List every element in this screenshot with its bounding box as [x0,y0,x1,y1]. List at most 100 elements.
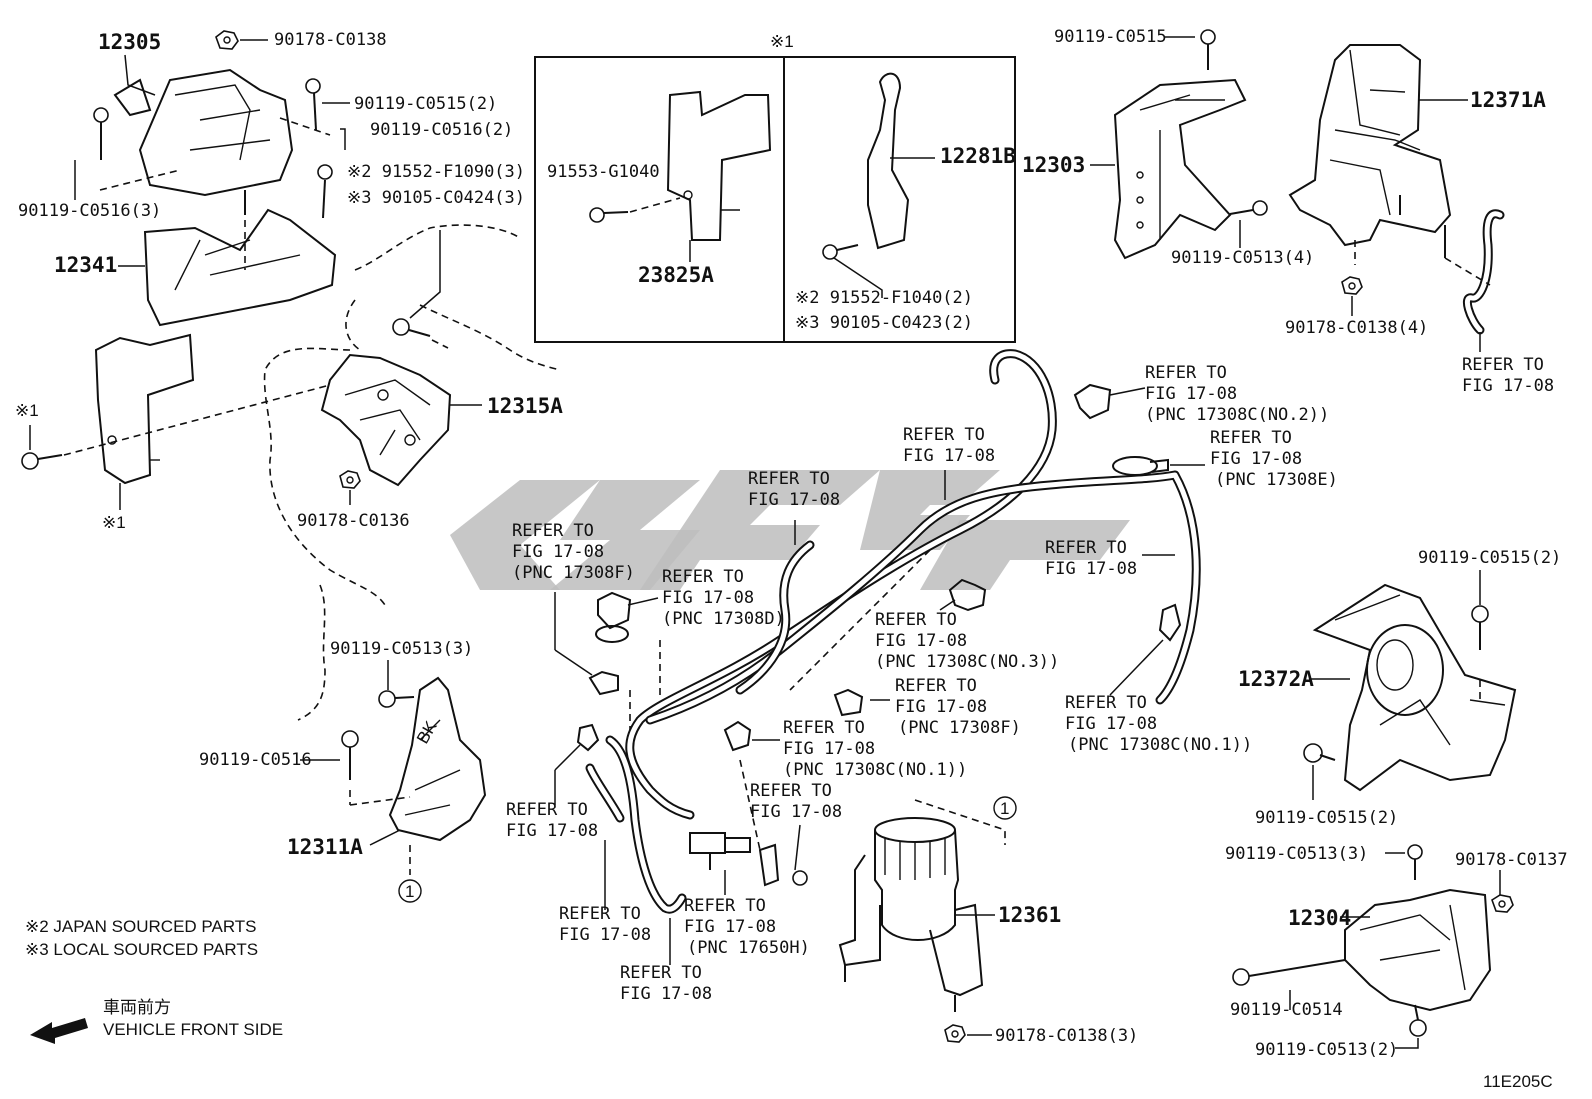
fastener-label: 90119-C0515(2) [354,94,497,114]
refer-fig-label: FIG 17-08 [684,917,776,937]
bolt-icon [1471,605,1489,650]
bracket-12311a-marking: BK [413,717,441,747]
notes-group: ※2 JAPAN SOURCED PARTS ※3 LOCAL SOURCED … [25,917,1553,1091]
nut-icon [1491,894,1514,913]
fastener-label: 90119-C0513(3) [330,639,473,659]
note-local-sourced: ※3 LOCAL SOURCED PARTS [25,940,258,959]
refer-pnc-label: (PNC 17308C(NO.3)) [875,652,1059,672]
dash-line [349,796,411,806]
bolt-icon [305,78,321,131]
dash-line [1444,257,1491,286]
bolt-icon [317,164,333,219]
bracket-x1-hole [107,435,117,445]
x1-marker: ※1 [102,513,126,532]
leader-line [554,744,581,771]
nut-icon [1341,276,1363,295]
refer-fig-label: FIG 17-08 [895,697,987,717]
clip-icon [576,723,600,752]
mount-12371a-detail [1329,49,1421,216]
clip-icon [595,591,632,643]
bracket-12341-shape [143,208,337,327]
refer-fig-label: FIG 17-08 [1065,714,1157,734]
fastener-label: 90119-C0514 [1230,1000,1343,1020]
fastener-label: 90119-C0515 [1054,27,1167,47]
fastener-label: 90119-C0515(2) [1418,548,1561,568]
circle-marker [398,879,422,903]
hose-line [587,765,623,821]
mount-12371a-group: 12371A 90178-C0138(4) [1285,44,1546,338]
bracket-12315a-shape [320,353,452,487]
circle-marker [993,796,1017,820]
bolt-icon [822,244,859,260]
bracket-12311a-shape [388,676,487,842]
refer-fig-label: FIG 17-08 [620,984,712,1004]
refer-to-label: REFER TO [903,425,985,445]
bolt-icon [792,824,808,886]
refer-pnc-label: (PNC 17308D) [662,609,785,629]
leader-line [939,599,956,611]
bracket-12315a-detail [344,379,431,456]
refer-to-label: REFER TO [1462,355,1544,375]
bracket-12315a-hole [404,434,416,446]
mount-12305-group: 12305 90178-C0138 90119-C0515(2) 90119-C… [18,30,525,327]
clip-icon [1158,603,1182,642]
part-label-12372a: 12372A [1238,667,1314,691]
fastener-label: ※3 90105-C0424(3) [347,188,525,208]
bracket-23825a-shape [666,90,772,241]
bracket-12303-group: 90119-C0515 12303 90119-C0513(4) [1022,27,1314,268]
refer-fig-label: FIG 17-08 [1210,449,1302,469]
refer-pnc-label: (PNC 17650H) [687,938,810,958]
fastener-label: ※2 91552-F1040(2) [795,288,973,308]
refer-to-label: REFER TO [750,781,832,801]
nut-icon [215,30,239,50]
bracket-12341-detail [174,239,301,291]
mount-12372a-bushing [1366,624,1444,716]
dash-line [279,117,331,136]
refer-pnc-label: (PNC 17308C(NO.1)) [783,760,967,780]
bracket-x1-shape [94,333,195,485]
refer-fig-label: FIG 17-08 [506,821,598,841]
front-arrow-icon [30,1018,88,1044]
refer-fig-label: FIG 17-08 [1045,559,1137,579]
part-label-12341: 12341 [54,253,117,277]
dash-line [739,759,761,851]
part-label-12311a: 12311A [287,835,363,859]
hose-line [607,737,685,912]
hose-line [1463,209,1505,335]
bolt-icon [93,107,109,160]
front-label-en: VEHICLE FRONT SIDE [103,1020,283,1039]
hose-clips [554,383,1205,965]
fastener-label: 90119-C0516(2) [370,120,513,140]
bracket-12304-detail [1359,904,1466,991]
bracket-12315a-group: 12315A 90178-C0136 [297,230,563,531]
leader-line [1109,387,1146,396]
fastener-label: 90178-C0138(4) [1285,318,1428,338]
bolt-icon [1232,959,1346,986]
fastener-label: 90178-C0137 [1455,850,1568,870]
leader-line [1395,1038,1419,1049]
bolt-icon [589,207,629,223]
leader-line [627,597,659,606]
mount-12305-detail [174,84,271,161]
nut-icon [339,470,361,489]
bolt-icon [341,730,359,780]
refer-to-label: REFER TO [748,469,830,489]
refer-pnc-label: (PNC 17308C(NO.1)) [1068,735,1252,755]
bracket-x1-group: ※1 ※1 [15,333,331,532]
part-label-12303: 12303 [1022,153,1085,177]
dash-line [914,799,1006,845]
fastener-label: 90119-C0513(2) [1255,1040,1398,1060]
fastener-label: 91553-G1040 [547,162,660,182]
mount-12361-bracket [838,854,984,997]
bracket-12311a-group: BK 90119-C0513(3) 90119-C0516 12311A 1 [199,639,487,903]
nut-icon [944,1024,966,1043]
hose-line [1465,211,1503,333]
mount-12305-bracket [113,78,152,117]
refer-pnc-label: (PNC 17308F) [898,718,1021,738]
refer-fig-label: FIG 17-08 [748,490,840,510]
hook-12281b-shape [867,72,910,250]
mount-12371a-shape [1288,44,1452,247]
fastener-label: 90178-C0138 [274,30,387,50]
leader-line [409,230,441,319]
refer-to-label: REFER TO [875,610,957,630]
